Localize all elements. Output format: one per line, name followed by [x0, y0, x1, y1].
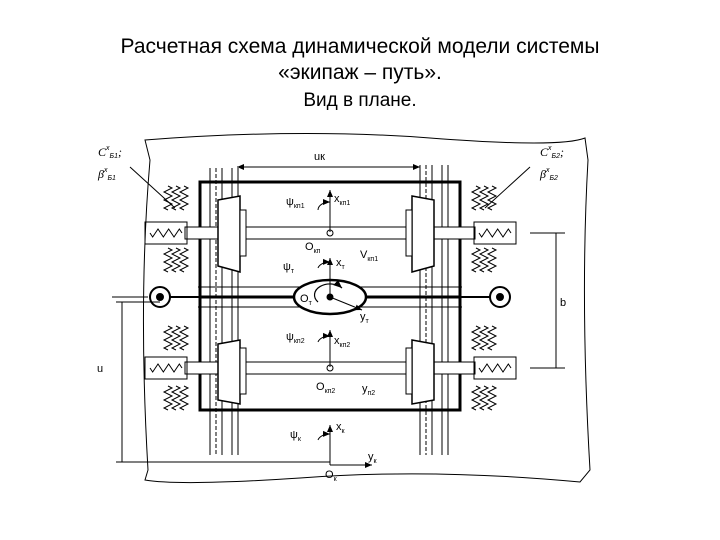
- spring-right-upper2-0: [470, 325, 482, 351]
- label-o-kp2: Oкп2: [316, 381, 335, 395]
- label-x-kp1: xкп1: [334, 193, 350, 207]
- label-v-kp1: Vкп1: [360, 249, 378, 263]
- spring-left-lower2-0: [162, 385, 174, 411]
- damper-box-left-2: [144, 356, 188, 380]
- spring-left-upper-2: [178, 185, 190, 211]
- damper-box-right-2: [473, 356, 517, 380]
- label-beta-b2: βxБ2: [539, 167, 558, 182]
- spring-right-lower-1: [478, 247, 490, 273]
- coordinate-axes: [317, 190, 372, 468]
- label-u: u: [97, 363, 103, 375]
- label-x-kp2: xкп2: [334, 335, 350, 349]
- suspension-springs: [144, 185, 517, 411]
- damper-box-left-1: [144, 221, 188, 245]
- spring-left-lower-0: [162, 247, 174, 273]
- spring-left-lower-1: [170, 247, 182, 273]
- spring-left-upper2-2: [178, 325, 190, 351]
- label-y-k: yк: [368, 451, 378, 465]
- spring-right-lower-0: [470, 247, 482, 273]
- label-psi-t: ψт: [283, 261, 295, 275]
- spring-left-horizontal-1: [149, 228, 183, 238]
- label-x-t: xт: [336, 257, 346, 271]
- spring-right-upper2-1: [478, 325, 490, 351]
- label-c-b1: CxБ1;: [98, 145, 122, 160]
- spring-right-upper2-2: [486, 325, 498, 351]
- spring-left-horizontal-2: [149, 363, 183, 373]
- spring-right-horizontal-2: [478, 363, 512, 373]
- spring-left-upper-1: [170, 185, 182, 211]
- spring-right-lower2-2: [486, 385, 498, 411]
- diagram-subtitle: Вид в плане.: [303, 90, 417, 111]
- label-uk: uк: [314, 151, 325, 163]
- spring-right-lower2-1: [478, 385, 490, 411]
- label-b: b: [560, 297, 566, 309]
- spring-right-horizontal-1: [478, 228, 512, 238]
- spring-left-upper2-0: [162, 325, 174, 351]
- label-x-k: xк: [336, 421, 346, 435]
- spring-left-upper-0: [162, 185, 174, 211]
- spring-right-lower2-0: [470, 385, 482, 411]
- spring-left-upper2-1: [170, 325, 182, 351]
- label-o-kp: Oкп: [305, 241, 321, 255]
- label-y-t: yт: [360, 311, 370, 325]
- spring-right-upper-1: [478, 185, 490, 211]
- label-psi-k: ψк: [290, 429, 302, 443]
- spring-left-lower2-1: [170, 385, 182, 411]
- label-beta-b1: βxБ1: [97, 167, 116, 182]
- spring-right-lower-2: [486, 247, 498, 273]
- diagram-title-line1: Расчетная схема динамической модели сист…: [120, 35, 600, 58]
- label-psi-kp2: ψкп2: [286, 331, 305, 345]
- damper-box-right-1: [473, 221, 517, 245]
- dimension-lines: [112, 164, 565, 463]
- label-c-b2: CxБ2;: [540, 145, 564, 160]
- spring-right-upper-0: [470, 185, 482, 211]
- car-body-contour: [142, 132, 591, 484]
- spring-right-upper-2: [486, 185, 498, 211]
- label-o-t: Oт: [300, 293, 313, 307]
- spring-left-lower2-2: [178, 385, 190, 411]
- label-psi-kp1: ψкп1: [286, 196, 305, 210]
- diagram-labels: uк ψкп1 xкп1 Oкп ψт xт Vкп1 Oт yт ψкп2 x…: [97, 145, 566, 483]
- spring-left-lower-2: [178, 247, 190, 273]
- label-o-k: Oк: [325, 469, 338, 483]
- label-y-p2: yп2: [362, 383, 375, 397]
- wheelset-2: [184, 339, 476, 405]
- diagram-title-line2: «экипаж – путь».: [278, 61, 442, 84]
